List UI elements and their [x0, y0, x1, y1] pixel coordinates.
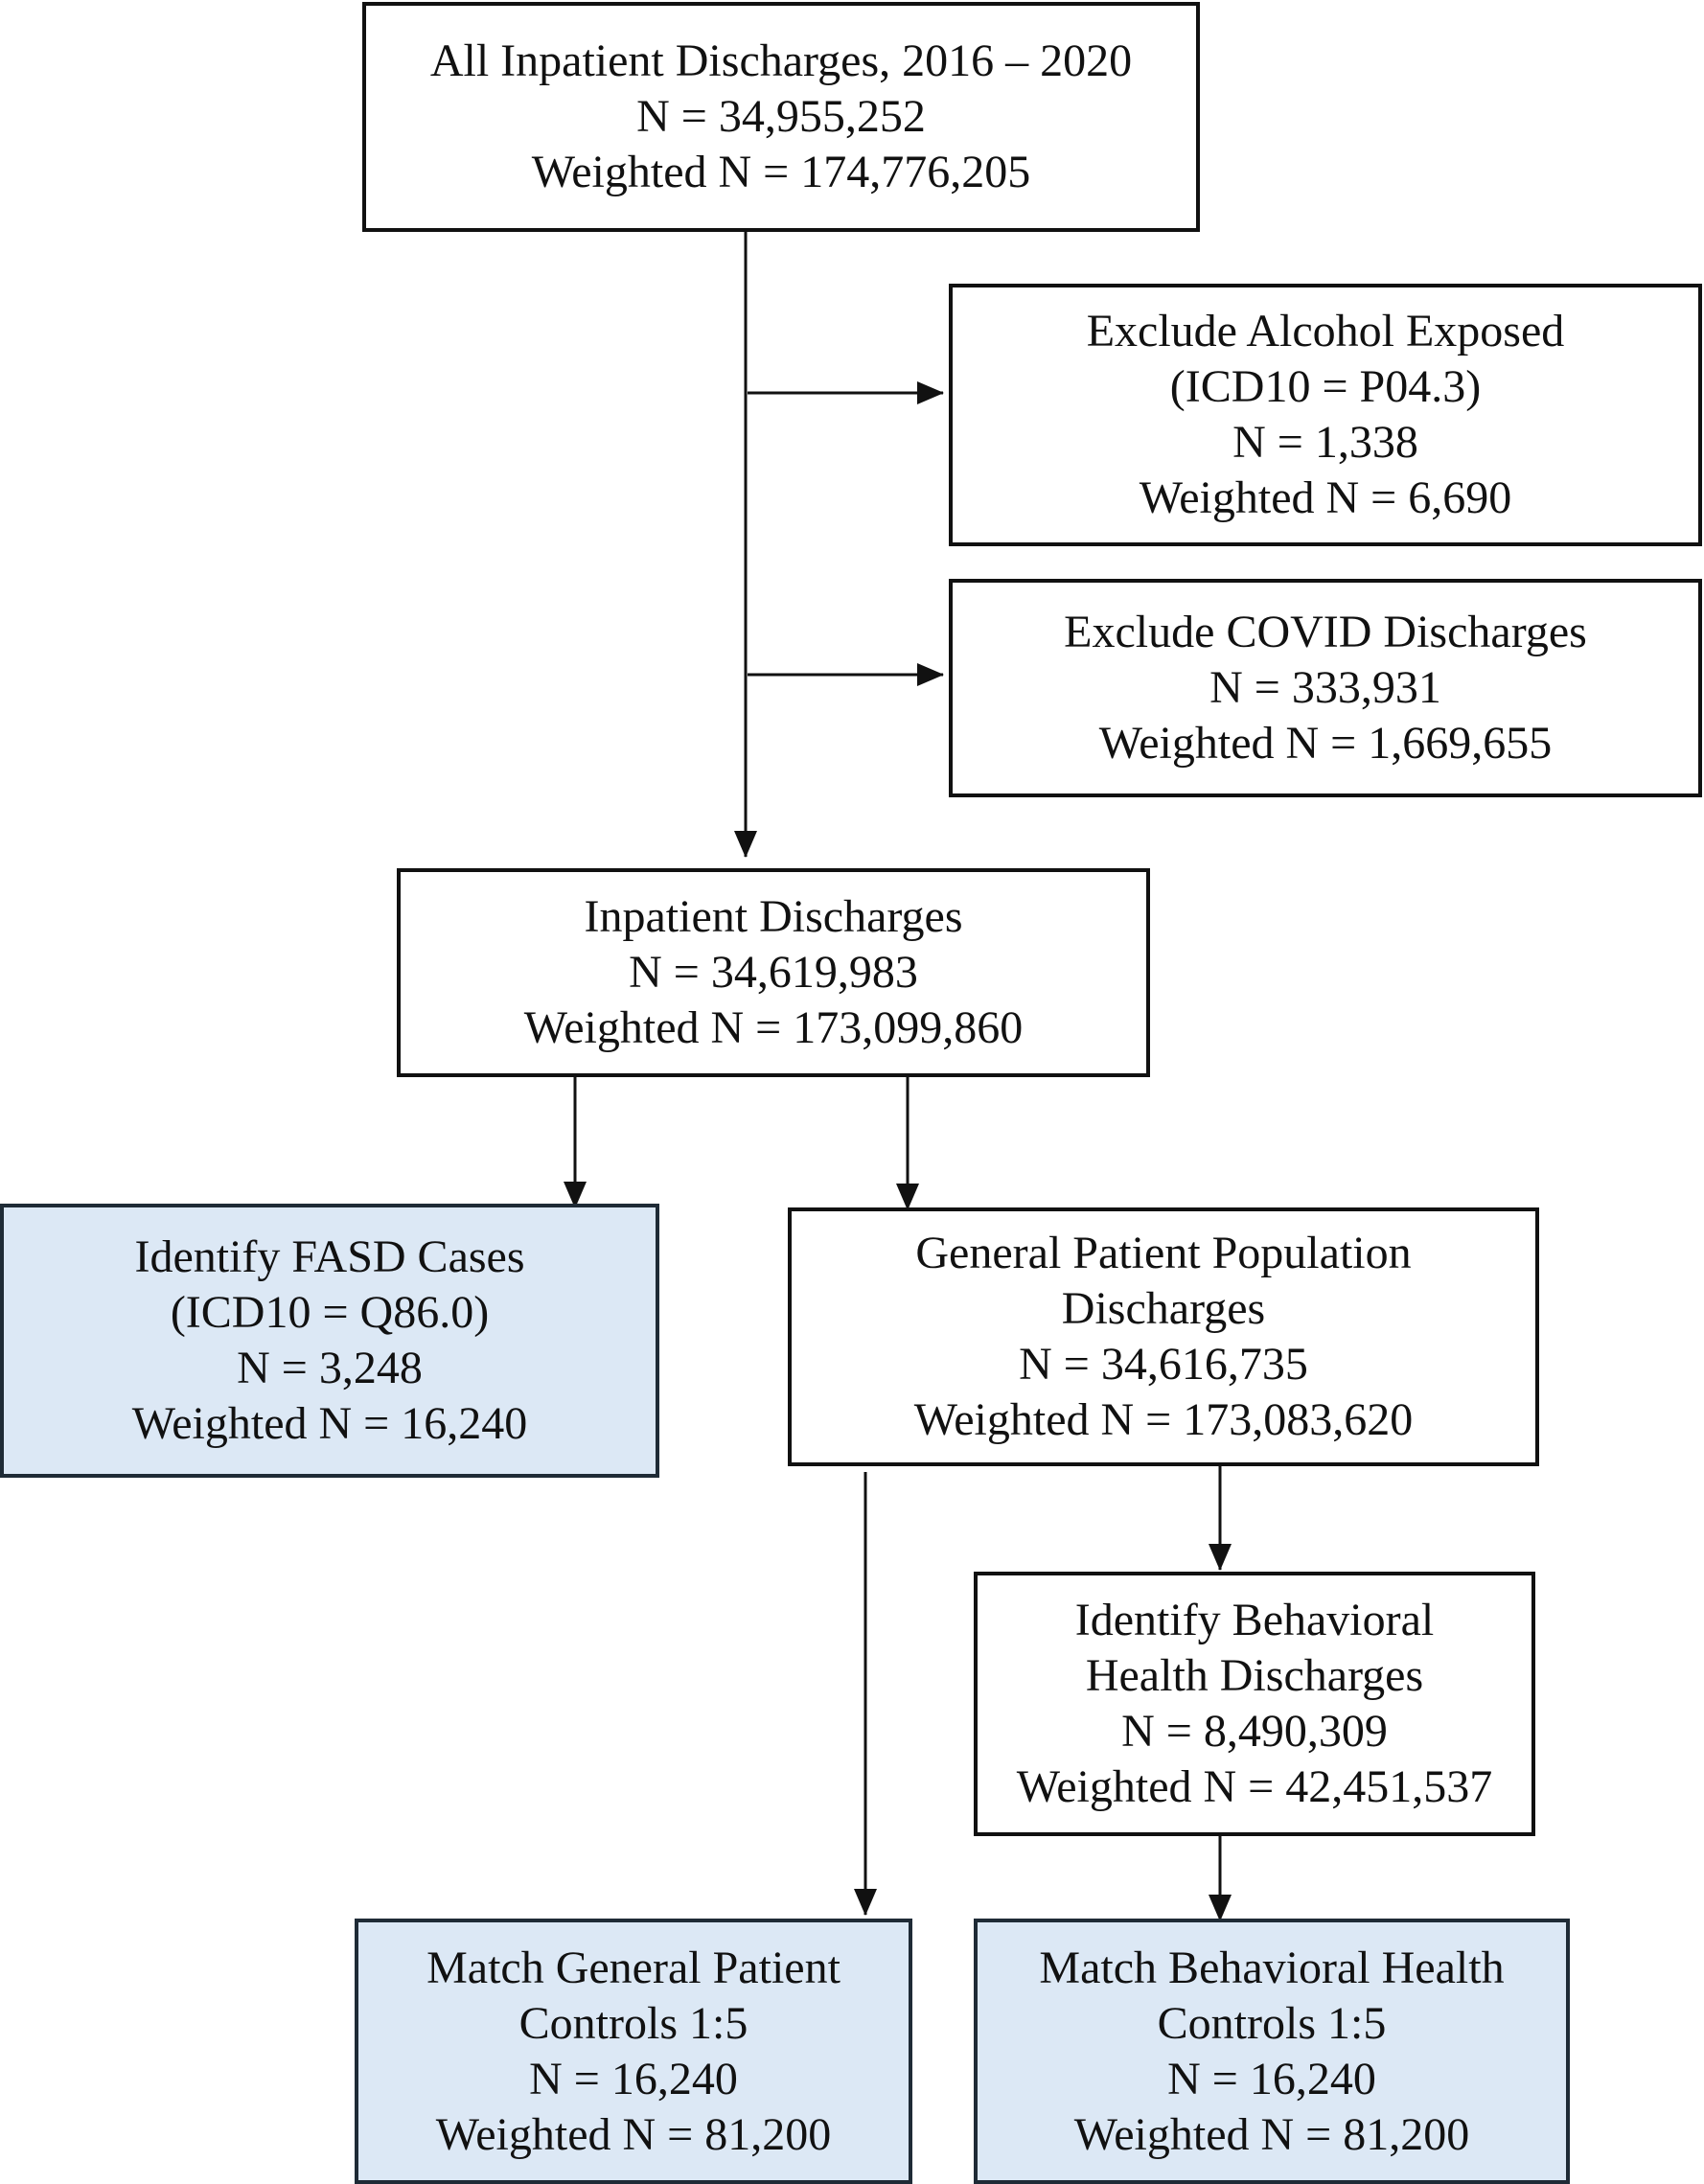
inpatient-n: N = 34,619,983	[629, 947, 918, 998]
inpatient-discharges-box: Inpatient Discharges N = 34,619,983 Weig…	[397, 868, 1150, 1077]
match-general-title: Match General Patient	[426, 1942, 840, 1993]
match-behavioral-weighted-n: Weighted N = 81,200	[1073, 2108, 1470, 2160]
exclude-covid-weighted-n: Weighted N = 1,669,655	[1098, 718, 1553, 769]
all-discharges-box: All Inpatient Discharges, 2016 – 2020 N …	[362, 2, 1200, 232]
exclude-covid-title: Exclude COVID Discharges	[1064, 607, 1587, 657]
behavioral-n: N = 8,490,309	[1121, 1706, 1388, 1757]
fasd-cases-box: Identify FASD Cases (ICD10 = Q86.0) N = …	[0, 1204, 659, 1478]
exclude-alcohol-weighted-n: Weighted N = 6,690	[1139, 472, 1512, 523]
fasd-weighted-n: Weighted N = 16,240	[131, 1398, 528, 1449]
exclude-covid-box: Exclude COVID Discharges N = 333,931 Wei…	[949, 579, 1702, 797]
exclude-alcohol-box: Exclude Alcohol Exposed (ICD10 = P04.3) …	[949, 284, 1702, 546]
general-population-title-line1: General Patient Population	[915, 1228, 1412, 1278]
match-behavioral-ratio: Controls 1:5	[1157, 1997, 1387, 2049]
fasd-code: (ICD10 = Q86.0)	[170, 1287, 490, 1338]
general-population-title-line2: Discharges	[1061, 1283, 1266, 1334]
exclude-alcohol-title: Exclude Alcohol Exposed	[1086, 306, 1565, 356]
inpatient-title: Inpatient Discharges	[584, 891, 963, 942]
fasd-n: N = 3,248	[237, 1343, 423, 1393]
match-general-weighted-n: Weighted N = 81,200	[435, 2108, 832, 2160]
exclude-alcohol-code: (ICD10 = P04.3)	[1169, 361, 1482, 412]
match-general-box: Match General Patient Controls 1:5 N = 1…	[355, 1919, 912, 2184]
all-discharges-weighted-n: Weighted N = 174,776,205	[531, 147, 1031, 197]
all-discharges-n: N = 34,955,252	[636, 91, 926, 142]
general-population-n: N = 34,616,735	[1019, 1339, 1308, 1390]
exclude-covid-n: N = 333,931	[1209, 662, 1441, 713]
exclude-alcohol-n: N = 1,338	[1232, 417, 1418, 468]
match-behavioral-n: N = 16,240	[1167, 2053, 1376, 2104]
fasd-title: Identify FASD Cases	[134, 1231, 525, 1282]
match-general-ratio: Controls 1:5	[518, 1997, 748, 2049]
behavioral-title-line1: Identify Behavioral	[1074, 1595, 1435, 1645]
general-population-box: General Patient Population Discharges N …	[788, 1207, 1539, 1466]
general-population-weighted-n: Weighted N = 173,083,620	[913, 1394, 1414, 1445]
behavioral-weighted-n: Weighted N = 42,451,537	[1016, 1761, 1493, 1812]
all-discharges-title: All Inpatient Discharges, 2016 – 2020	[429, 35, 1133, 86]
match-general-n: N = 16,240	[529, 2053, 738, 2104]
match-behavioral-title: Match Behavioral Health	[1039, 1942, 1505, 1993]
match-behavioral-box: Match Behavioral Health Controls 1:5 N =…	[974, 1919, 1570, 2184]
behavioral-title-line2: Health Discharges	[1085, 1650, 1424, 1701]
inpatient-weighted-n: Weighted N = 173,099,860	[523, 1002, 1024, 1053]
behavioral-health-box: Identify Behavioral Health Discharges N …	[974, 1572, 1535, 1836]
